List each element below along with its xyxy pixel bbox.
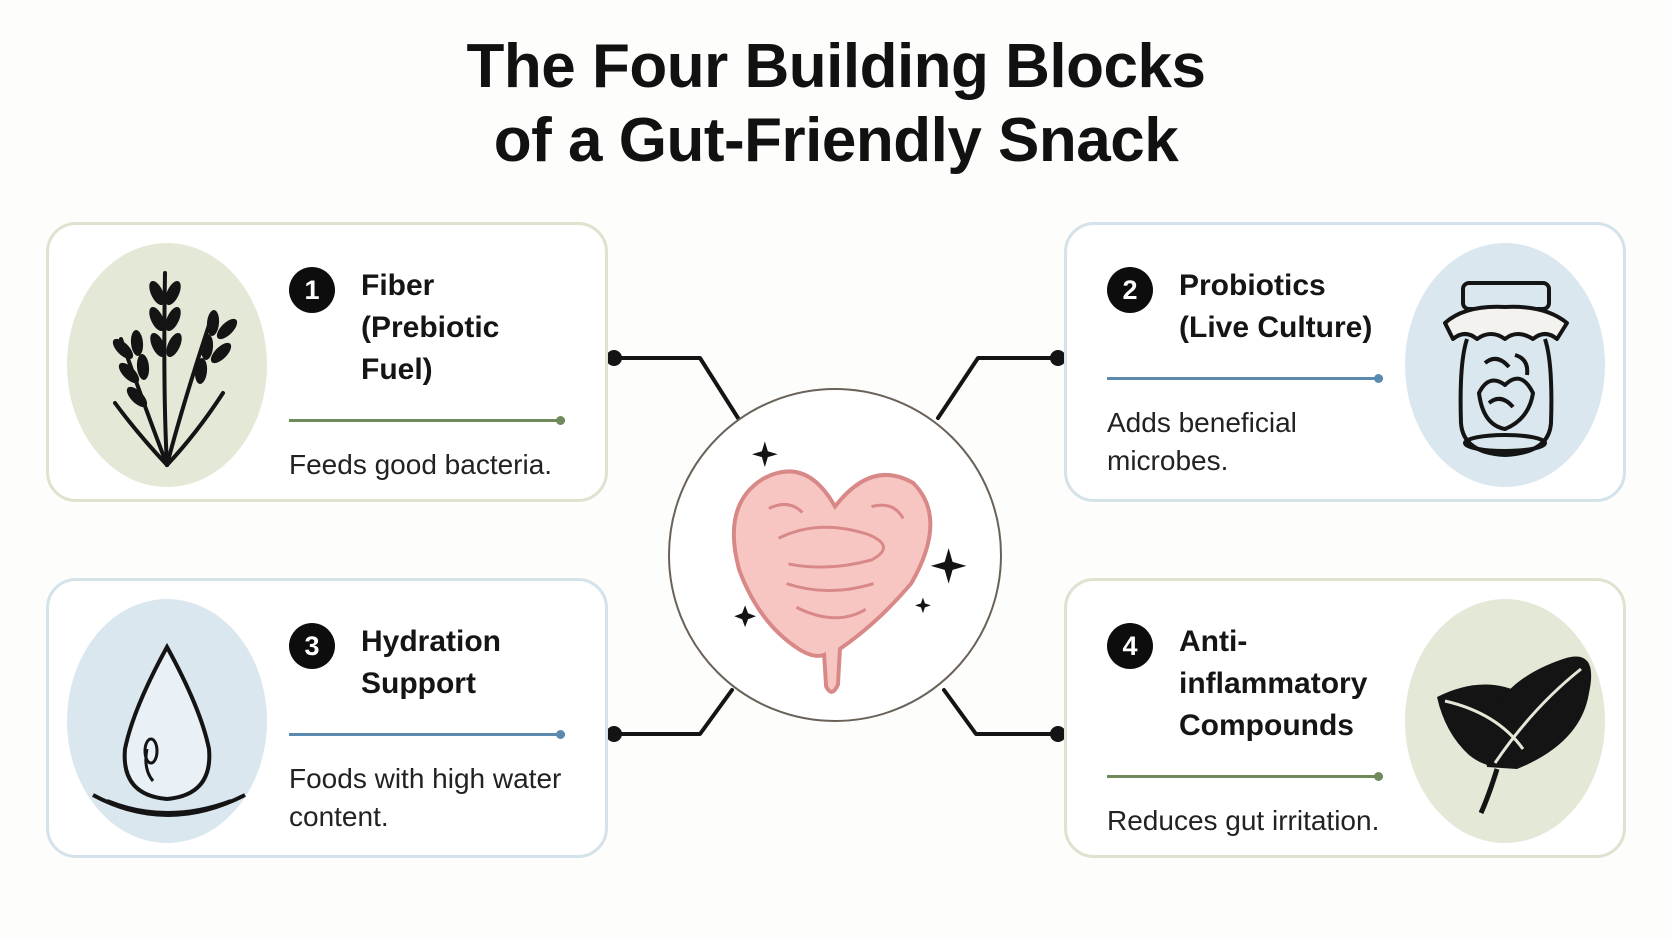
block-number: 2 — [1107, 267, 1153, 313]
divider — [1107, 772, 1383, 781]
divider — [1107, 374, 1383, 383]
title-line-2: of a Gut-Friendly Snack — [493, 106, 1179, 175]
center-hub — [668, 388, 1002, 722]
divider — [289, 730, 565, 739]
connector-1 — [612, 356, 740, 420]
divider — [289, 416, 565, 425]
connector-4 — [942, 688, 1060, 736]
block-number: 3 — [289, 623, 335, 669]
connector-dot-3 — [606, 726, 622, 742]
block-title-line-2: (Live Culture) — [1179, 311, 1373, 344]
wheat-icon — [67, 243, 267, 487]
block-title-line-2: Support — [361, 667, 476, 700]
block-description: Feeds good bacteria. — [289, 449, 553, 480]
block-card-anti-inflammatory: 4 Anti-inflammatory Compounds Reduces gu… — [1064, 578, 1626, 858]
block-number: 1 — [289, 267, 335, 313]
block-card-probiotics: 2 Probiotics (Live Culture) Adds benefic… — [1064, 222, 1626, 502]
gut-heart-icon — [731, 441, 967, 694]
block-description: Foods with high water content. — [289, 763, 562, 832]
water-drop-icon — [67, 599, 267, 843]
block-number: 4 — [1107, 623, 1153, 669]
connector-3 — [612, 688, 734, 736]
block-card-hydration: 3 Hydration Support Foods with high wate… — [46, 578, 608, 858]
block-card-fiber: 1 Fiber (Prebiotic Fuel) Feeds good bact… — [46, 222, 608, 502]
fermentation-jar-icon — [1405, 243, 1605, 487]
block-description: Reduces gut irritation. — [1107, 805, 1380, 836]
block-description: Adds beneficial microbes. — [1107, 407, 1297, 476]
connector-dot-1 — [606, 350, 622, 366]
connector-dot-2 — [1050, 350, 1066, 366]
connector-dot-4 — [1050, 726, 1066, 742]
block-title-line-1: Probiotics — [1179, 269, 1326, 302]
block-title-line-1: Anti-inflammatory — [1179, 625, 1368, 700]
connector-2 — [936, 356, 1060, 420]
block-title-line-2: Compounds — [1179, 709, 1354, 742]
block-title-line-2: (Prebiotic Fuel) — [361, 311, 500, 386]
block-title-line-1: Hydration — [361, 625, 502, 658]
title-line-1: The Four Building Blocks — [466, 32, 1206, 101]
page-title: The Four Building Blocks of a Gut-Friend… — [0, 30, 1672, 178]
leaf-icon — [1405, 599, 1605, 843]
block-title-line-1: Fiber — [361, 269, 435, 302]
